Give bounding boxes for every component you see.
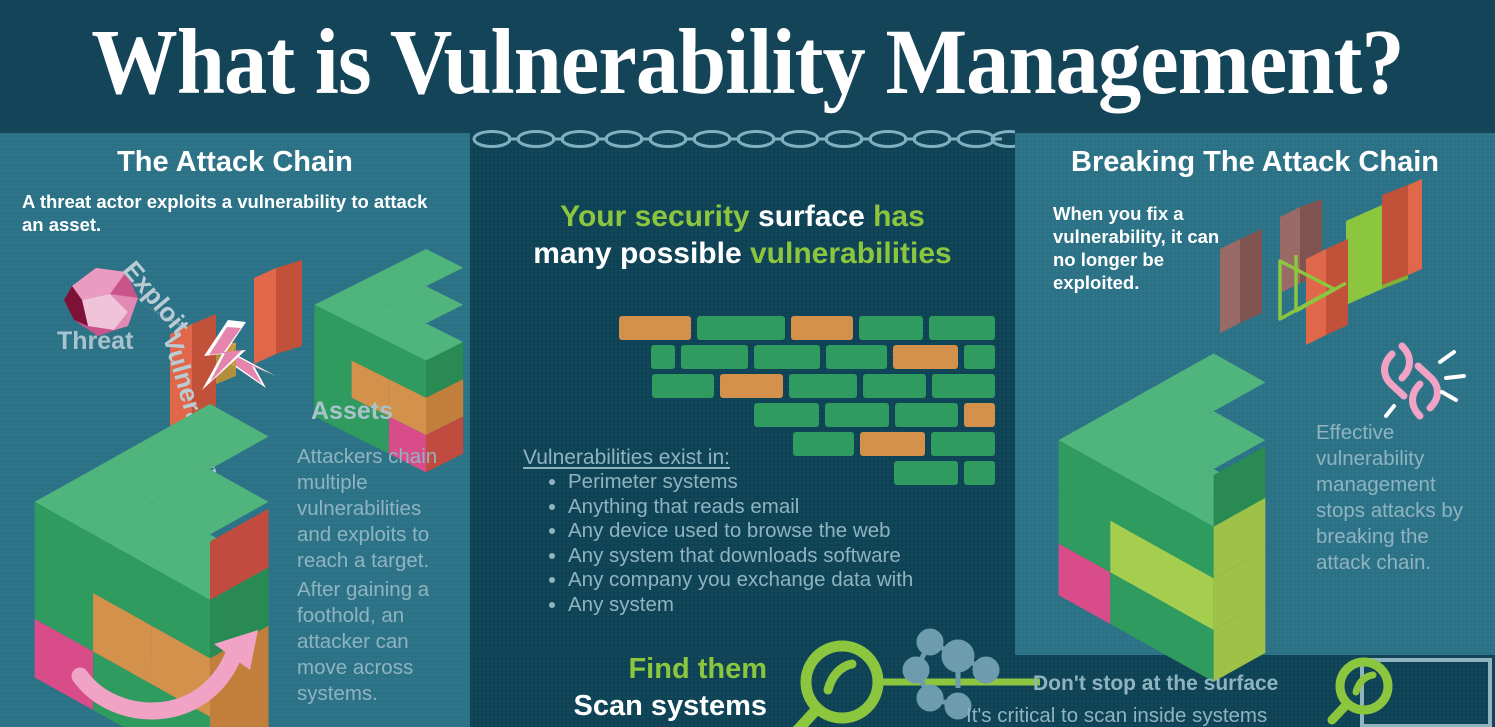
brick xyxy=(754,403,819,427)
vulnerability-list-item: Anything that reads email xyxy=(568,495,913,520)
brick xyxy=(964,345,995,369)
brick xyxy=(720,374,783,398)
scan-systems-label: Scan systems xyxy=(573,690,767,722)
fixed-isometric-cube-icon xyxy=(1058,353,1266,682)
brick xyxy=(793,432,854,456)
brick xyxy=(789,374,857,398)
center-panel-heading: Your security surface has many possible … xyxy=(470,198,1015,272)
network-nodes-icon xyxy=(902,628,1000,720)
brick xyxy=(964,461,995,485)
green-arrow-icon xyxy=(1278,255,1347,321)
bottom-band-panel xyxy=(470,655,1495,727)
lightning-bolt-icon xyxy=(202,320,246,390)
broken-chain-icon xyxy=(1381,342,1466,420)
left-paragraph-2: After gaining a foothold, an attacker ca… xyxy=(297,578,430,705)
vulnerability-list-item: Any device used to browse the web xyxy=(568,519,913,544)
brick xyxy=(697,316,785,340)
right-panel-lead: When you fix a vulnerability, it can no … xyxy=(1053,203,1220,293)
right-panel-heading: Breaking The Attack Chain xyxy=(1071,146,1439,178)
exploit-arrow-icon xyxy=(138,302,276,388)
wall-front-icon xyxy=(170,314,216,440)
vulnerability-list-item: Perimeter systems xyxy=(568,470,913,495)
right-paragraph: Effective vulnerability management stops… xyxy=(1316,421,1463,574)
center-panel xyxy=(470,133,1015,727)
left-panel-heading: The Attack Chain xyxy=(117,146,353,178)
dont-stop-label: Don't stop at the surface xyxy=(1033,672,1279,695)
inside-magnifier-icon xyxy=(1327,657,1393,725)
vulnerability-list-item: Any system that downloads software xyxy=(568,544,913,569)
brick xyxy=(894,461,958,485)
brick xyxy=(860,432,925,456)
assets-label: Assets xyxy=(311,397,393,425)
vulnerabilities-list-title: Vulnerabilities exist in: xyxy=(523,446,730,469)
assets-cube-icon xyxy=(314,249,464,473)
brick xyxy=(652,374,714,398)
magnifying-glass-icon xyxy=(792,628,1040,727)
left-panel-lead: A threat actor exploits a vulnerability … xyxy=(22,191,428,235)
critical-label: It's critical to scan inside systems xyxy=(966,704,1268,727)
header-bar: What is Vulnerability Management? xyxy=(0,0,1495,133)
brick xyxy=(825,403,889,427)
center-heading-line-2: many possible vulnerabilities xyxy=(470,235,1015,272)
center-heading-part-3: has xyxy=(873,200,925,233)
brick xyxy=(895,403,958,427)
fixed-wall-diagram xyxy=(1220,179,1422,345)
page-title: What is Vulnerability Management? xyxy=(91,11,1404,114)
brick xyxy=(964,403,995,427)
brick xyxy=(863,374,926,398)
attack-chain-diagram xyxy=(64,249,464,473)
curved-arrow-icon xyxy=(71,630,258,720)
wall-back-icon xyxy=(254,260,302,364)
left-paragraph-1: Attackers chain multiple vulnerabilities… xyxy=(297,445,438,572)
center-heading-part-2: surface xyxy=(758,200,865,233)
brick xyxy=(859,316,923,340)
vulnerabilities-list: Perimeter systemsAnything that reads ema… xyxy=(540,470,913,618)
threat-label: Threat xyxy=(57,327,134,355)
brick xyxy=(651,345,675,369)
find-them-label: Find them xyxy=(628,653,767,685)
vulnerability-list-item: Any system xyxy=(568,593,913,618)
brick xyxy=(932,374,995,398)
brick xyxy=(681,345,748,369)
center-heading-line-1: Your security surface has xyxy=(470,198,1015,235)
brick xyxy=(619,316,691,340)
brick-wall-diagram xyxy=(619,316,995,491)
isometric-cube-icon xyxy=(34,403,269,727)
brick xyxy=(893,345,958,369)
center-heading-part-5: vulnerabilities xyxy=(750,237,952,270)
brick xyxy=(931,432,995,456)
brick xyxy=(929,316,995,340)
brick xyxy=(754,345,820,369)
center-heading-part-4: many possible xyxy=(533,237,742,270)
vulnerability-list-item: Any company you exchange data with xyxy=(568,568,913,593)
chain-icon xyxy=(470,130,1015,150)
brick xyxy=(791,316,853,340)
brick xyxy=(826,345,887,369)
threat-polyhedron-icon xyxy=(64,268,138,336)
center-heading-part-1: Your security xyxy=(560,200,750,233)
monitor-icon xyxy=(1327,657,1492,727)
